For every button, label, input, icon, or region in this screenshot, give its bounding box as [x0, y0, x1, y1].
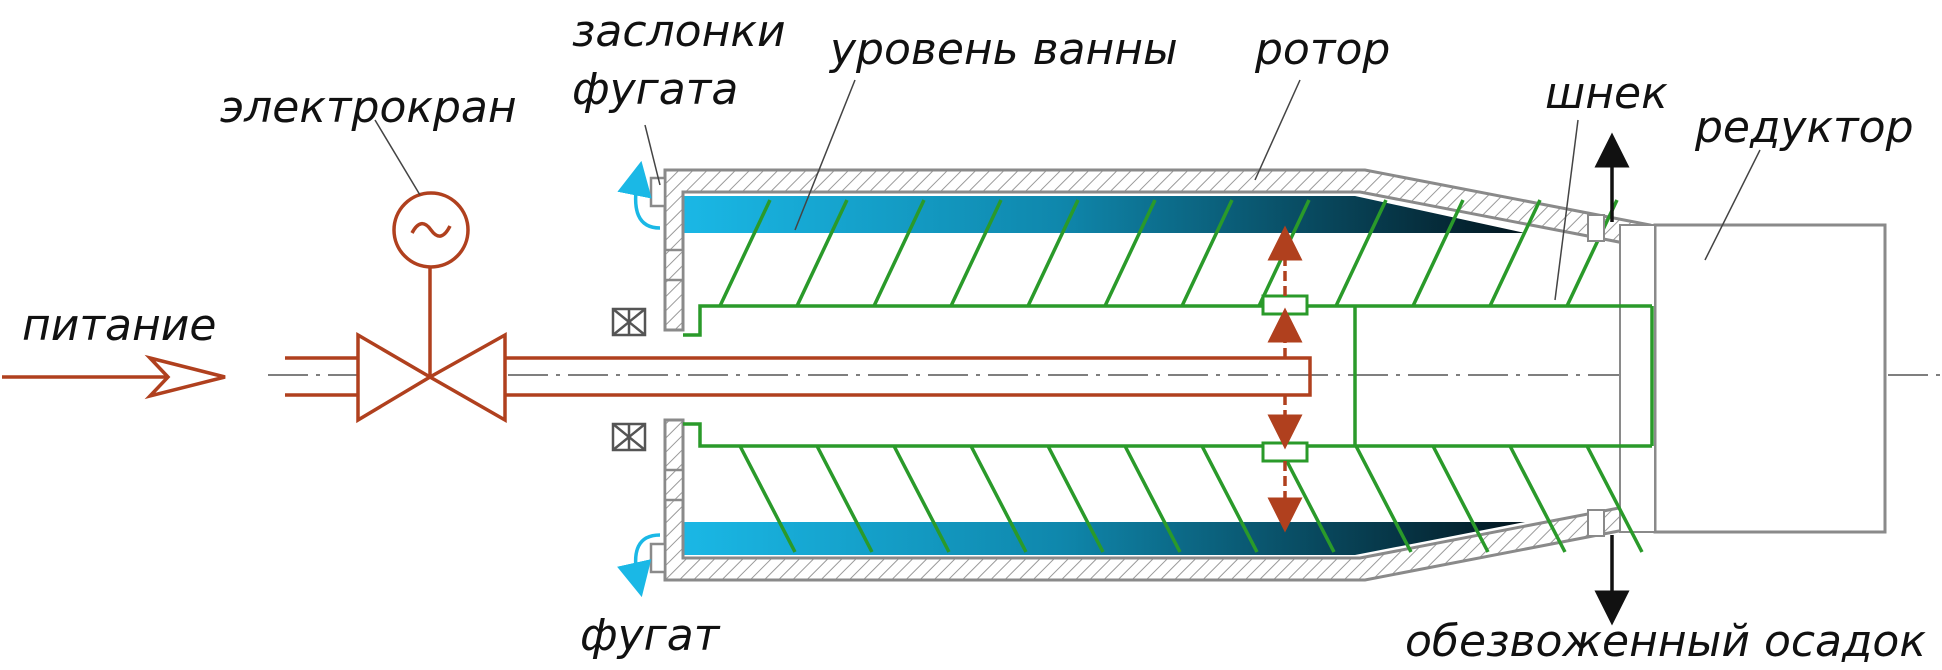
screw-flight-bottom	[1200, 445, 1259, 553]
feed-pipe	[285, 356, 1312, 397]
screw-flight-top	[949, 199, 1003, 307]
screw-flight-top	[872, 199, 926, 307]
screw-flight-top	[1180, 199, 1234, 307]
bearing-bottom	[611, 422, 647, 452]
gearbox-flange	[1619, 224, 1656, 533]
screw-flight-top	[718, 199, 772, 307]
screw-flight-bottom	[969, 445, 1028, 553]
screw-conveyor	[683, 199, 1654, 553]
label-flaps-line2: фугата	[572, 64, 738, 115]
label-centrate: фугат	[580, 610, 721, 661]
label-bath-level: уровень ванны	[828, 24, 1178, 75]
rotor-wall-top	[663, 168, 1652, 332]
centrate-flap-bottom	[649, 542, 667, 574]
centrate-flap-bottom-2	[663, 468, 685, 502]
label-flaps-line1: заслонки	[572, 6, 786, 57]
screw-flight-bottom	[1046, 445, 1105, 553]
liquid-top	[680, 196, 1525, 233]
sludge-outlet-bottom	[1587, 509, 1605, 537]
centrate-arrows	[617, 160, 661, 598]
sludge-outlet-top	[1587, 214, 1605, 242]
label-electro-valve: электрокран	[220, 82, 517, 133]
liquid-bottom	[680, 522, 1525, 555]
centrate-flap-top	[649, 176, 667, 208]
nozzle-top	[1261, 294, 1309, 316]
label-rotor: ротор	[1254, 24, 1390, 75]
centrate-flap-top-2	[663, 248, 685, 282]
bearing-top	[611, 307, 647, 337]
label-feed: питание	[22, 300, 216, 351]
screw-flight-top	[1488, 199, 1542, 307]
screw-flight-top	[795, 199, 849, 307]
screw-flight-bottom	[1123, 445, 1182, 553]
feed-arrow	[2, 354, 226, 400]
screw-flight-bottom	[1277, 445, 1336, 553]
leader-lines	[374, 79, 1761, 301]
label-screw: шнек	[1545, 68, 1668, 119]
screw-flight-top	[1411, 199, 1465, 307]
screw-flight-bottom	[1354, 445, 1413, 553]
screw-flight-bottom	[1431, 445, 1490, 553]
screw-flight-top	[1565, 199, 1619, 307]
screw-flight-bottom	[1508, 445, 1567, 553]
gearbox-box	[1653, 223, 1887, 534]
nozzle-bottom	[1261, 441, 1309, 463]
electro-valve	[356, 191, 507, 424]
screw-flight-bottom	[815, 445, 874, 553]
label-sludge: обезвоженный осадок	[1405, 616, 1926, 667]
label-gearbox: редуктор	[1694, 102, 1914, 153]
screw-flight-bottom	[1585, 445, 1644, 553]
screw-flight-top	[1026, 199, 1080, 307]
screw-flight-bottom	[892, 445, 951, 553]
screw-flight-top	[1334, 199, 1388, 307]
rotor-wall-bottom	[663, 418, 1652, 582]
screw-flight-top	[1103, 199, 1157, 307]
screw-flight-bottom	[738, 445, 797, 553]
